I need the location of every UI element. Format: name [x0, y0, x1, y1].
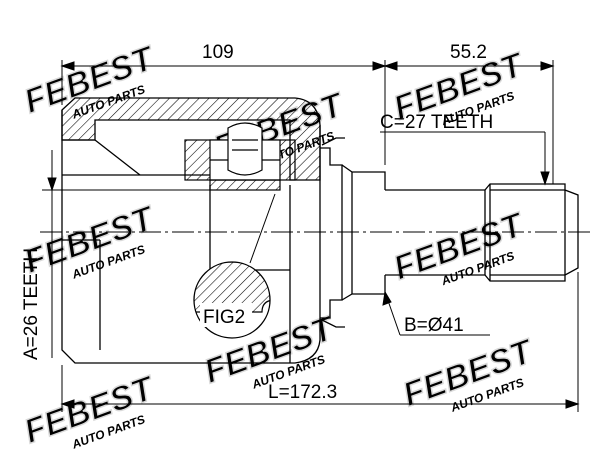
dim-b-diameter: B=Ø41: [404, 315, 464, 336]
housing-outline: [61, 110, 321, 364]
watermark-5: FEBEST AUTO PARTS: [388, 204, 532, 288]
dim-109: 109: [202, 42, 234, 63]
watermark-7: FEBEST AUTO PARTS: [397, 331, 541, 415]
fig2-detail: FIG2: [193, 193, 276, 339]
dimension-lines: [42, 60, 580, 412]
dim-55-2: 55.2: [450, 42, 487, 63]
dim-a-teeth: A=26 TEETH: [21, 248, 42, 360]
housing-top-wall: [61, 97, 321, 181]
ball-icon: [227, 122, 263, 176]
inner-race: [184, 122, 296, 191]
watermark-8: FEBEST AUTO PARTS: [18, 368, 162, 452]
spline-section: [209, 179, 281, 191]
dim-c-teeth: C=27 TEETH: [380, 112, 493, 133]
fig2-label: FIG2: [203, 307, 245, 328]
dim-length: L=172.3: [268, 382, 337, 403]
outer-housing: [61, 97, 321, 364]
fig2-leader: [249, 193, 276, 264]
